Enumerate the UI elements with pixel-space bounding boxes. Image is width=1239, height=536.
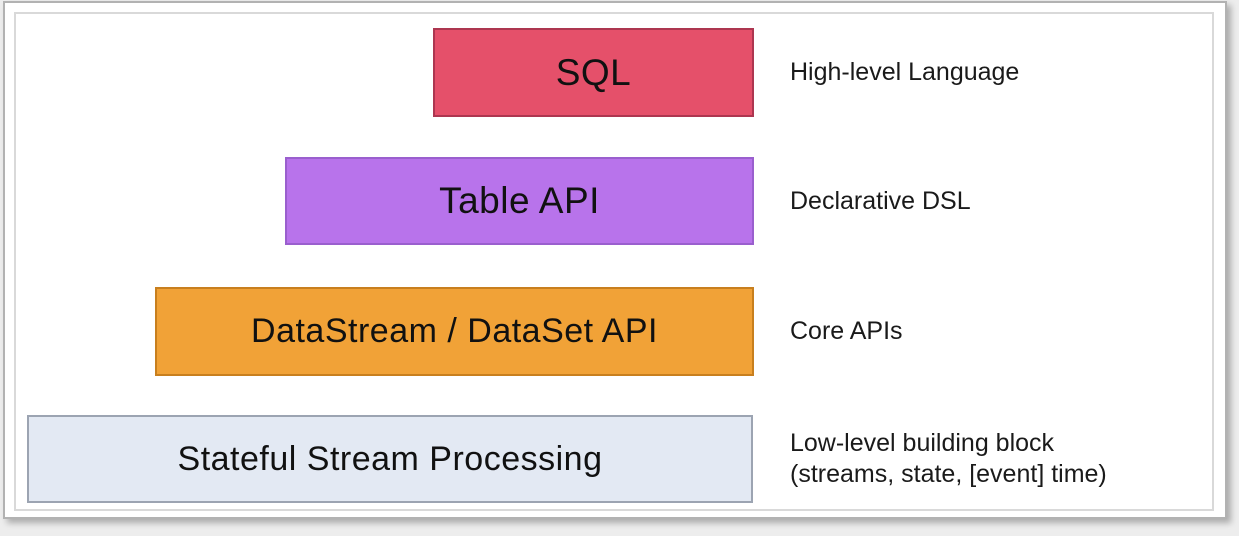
- annotation-table-api: Declarative DSL: [790, 157, 1230, 245]
- layer-label-datastream-dataset-api: DataStream / DataSet API: [251, 312, 658, 350]
- layer-label-table-api: Table API: [439, 180, 600, 221]
- layer-box-table-api: Table API: [285, 157, 754, 245]
- layer-box-sql: SQL: [433, 28, 754, 117]
- annotation-line: High-level Language: [790, 58, 1020, 86]
- annotation-line: Low-level building block: [790, 429, 1055, 457]
- annotation-sql: High-level Language: [790, 28, 1230, 117]
- annotation-stateful-stream-processing: Low-level building block (streams, state…: [790, 415, 1230, 503]
- layer-box-datastream-dataset-api: DataStream / DataSet API: [155, 287, 754, 376]
- layer-label-stateful-stream-processing: Stateful Stream Processing: [177, 439, 603, 478]
- annotation-line: (streams, state, [event] time): [790, 460, 1107, 488]
- layer-label-sql: SQL: [555, 51, 632, 93]
- annotation-line: Core APIs: [790, 317, 903, 345]
- annotation-datastream-dataset-api: Core APIs: [790, 287, 1230, 376]
- layer-box-stateful-stream-processing: Stateful Stream Processing: [27, 415, 753, 503]
- annotation-line: Declarative DSL: [790, 186, 971, 215]
